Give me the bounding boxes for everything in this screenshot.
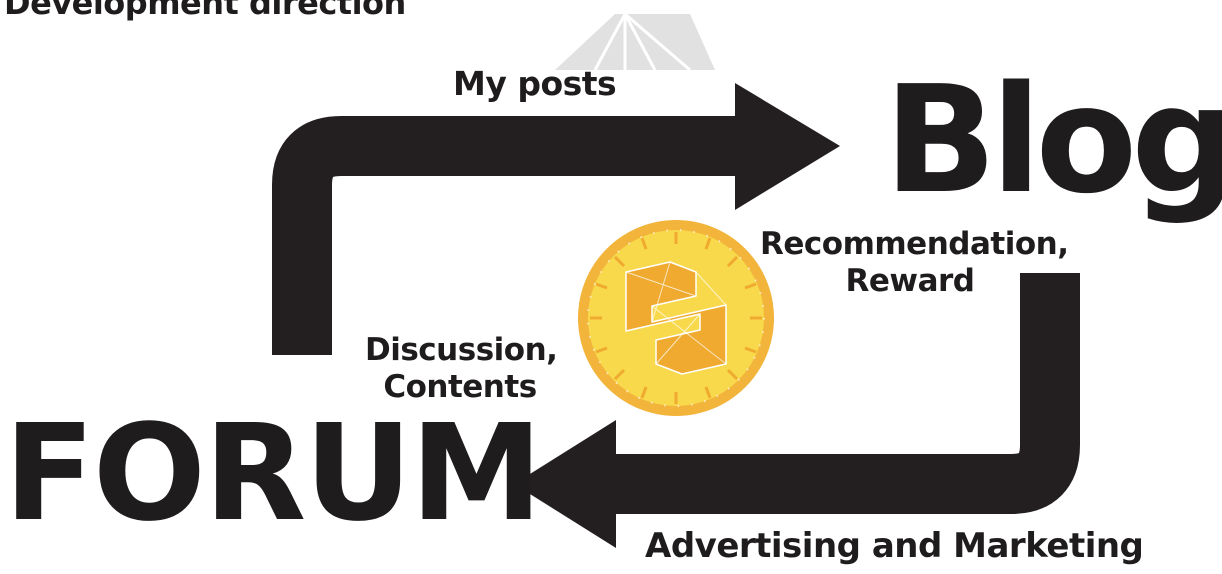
forum-to-blog-head [735, 83, 840, 210]
forum-to-blog-arrow [272, 83, 840, 355]
blog-to-forum-shaft [610, 273, 1080, 514]
coin-s-logo [625, 261, 727, 375]
annotation-line: Contents [383, 368, 537, 405]
node-blog: Blog [884, 54, 1222, 226]
blog-to-forum-head [514, 420, 616, 548]
arrow-label-my-posts: My posts [453, 64, 617, 103]
annotation-line: Recommendation, [760, 226, 1069, 262]
annotation-line: Reward [845, 262, 975, 299]
annotation-discussion-contents: Discussion, Contents [365, 332, 558, 405]
diagram-title: Development direction [4, 0, 406, 22]
blog-to-forum-arrow [514, 273, 1080, 548]
annotation-recommendation-reward: Recommendation, Reward [760, 226, 1069, 299]
background-sketch [555, 10, 715, 72]
coin-ticks [590, 232, 762, 404]
node-forum: FORUM [4, 397, 543, 551]
annotation-line: Discussion, [365, 332, 558, 368]
coin-icon [578, 220, 774, 416]
forum-to-blog-shaft [272, 116, 740, 355]
arrow-label-advertising-marketing: Advertising and Marketing [645, 526, 1144, 566]
